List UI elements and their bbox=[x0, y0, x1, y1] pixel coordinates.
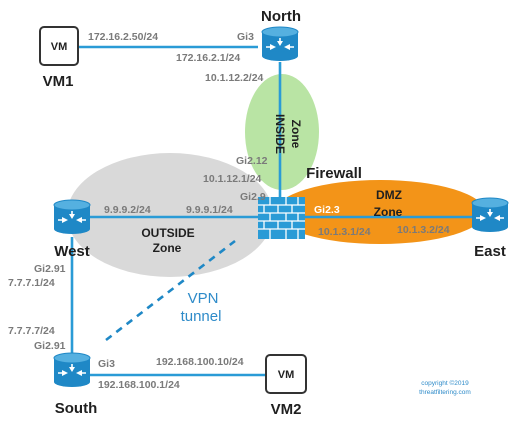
north-gi3-label: Gi3 bbox=[237, 31, 254, 43]
east-label: East bbox=[474, 243, 506, 260]
north-router-icon[interactable] bbox=[261, 26, 299, 61]
south-gi291-label: Gi2.91 bbox=[34, 340, 66, 352]
vm2-box-label: VM bbox=[278, 369, 295, 381]
fw-inside-ip-label: 10.1.12.1/24 bbox=[203, 173, 262, 185]
west-label: West bbox=[54, 243, 90, 260]
links bbox=[70, 45, 472, 377]
outside-zone bbox=[67, 153, 273, 277]
vpn-label-2: tunnel bbox=[181, 308, 222, 325]
dmz-zone bbox=[275, 180, 485, 244]
fw-outside-ip-label: 9.9.9.1/24 bbox=[186, 204, 233, 216]
dmz-zone-label: DMZ bbox=[376, 188, 402, 202]
dmz-zone-label-2: Zone bbox=[374, 205, 403, 219]
copyright-text: copyright ©2019 bbox=[421, 379, 469, 387]
vm1-box-label: VM bbox=[51, 41, 68, 53]
east-router-icon[interactable] bbox=[471, 197, 509, 232]
firewall-icon[interactable] bbox=[258, 197, 305, 239]
south-label: South bbox=[55, 400, 98, 417]
north-label: North bbox=[261, 8, 301, 25]
vm1-ip-label: 172.16.2.50/24 bbox=[88, 31, 158, 43]
south-router-icon[interactable] bbox=[53, 352, 91, 387]
south-gi3-label: Gi3 bbox=[98, 358, 115, 370]
west-router-icon[interactable] bbox=[53, 199, 91, 234]
south-link-ip-label: 7.7.7.7/24 bbox=[8, 325, 55, 337]
south-lan-ip-label: 192.168.100.1/24 bbox=[98, 379, 180, 391]
vpn-label: VPN bbox=[188, 290, 219, 307]
inside-zone-label: INSIDE bbox=[273, 114, 287, 154]
firewall-label: Firewall bbox=[306, 165, 362, 182]
fw-gi23-label: Gi2.3 bbox=[314, 204, 340, 216]
vm1-label: VM1 bbox=[43, 73, 74, 90]
east-ip-label: 10.1.3.2/24 bbox=[397, 224, 450, 236]
outside-zone-label: OUTSIDE bbox=[141, 226, 194, 240]
vm2-ip-label: 192.168.100.10/24 bbox=[156, 356, 244, 368]
inside-zone-label-2: Zone bbox=[289, 120, 303, 149]
vm2-label: VM2 bbox=[271, 401, 302, 418]
north-lan-ip-label: 172.16.2.1/24 bbox=[176, 52, 240, 64]
west-outside-ip-label: 9.9.9.2/24 bbox=[104, 204, 151, 216]
west-gi291-label: Gi2.91 bbox=[34, 263, 66, 275]
inside-zone bbox=[245, 74, 319, 190]
vm1-icon[interactable] bbox=[39, 26, 79, 66]
fw-gi212-label: Gi2.12 bbox=[236, 155, 268, 167]
fw-dmz-ip-label: 10.1.3.1/24 bbox=[318, 226, 371, 238]
vm2-icon[interactable] bbox=[265, 354, 307, 394]
west-link-ip-label: 7.7.7.1/24 bbox=[8, 277, 55, 289]
copyright-site-text: threatfiltering.com bbox=[419, 389, 471, 396]
outside-zone-label-2: Zone bbox=[153, 241, 182, 255]
fw-gi29-label: Gi2.9 bbox=[240, 191, 266, 203]
vpn-tunnel-line bbox=[105, 239, 236, 342]
north-wan-ip-label: 10.1.12.2/24 bbox=[205, 72, 264, 84]
